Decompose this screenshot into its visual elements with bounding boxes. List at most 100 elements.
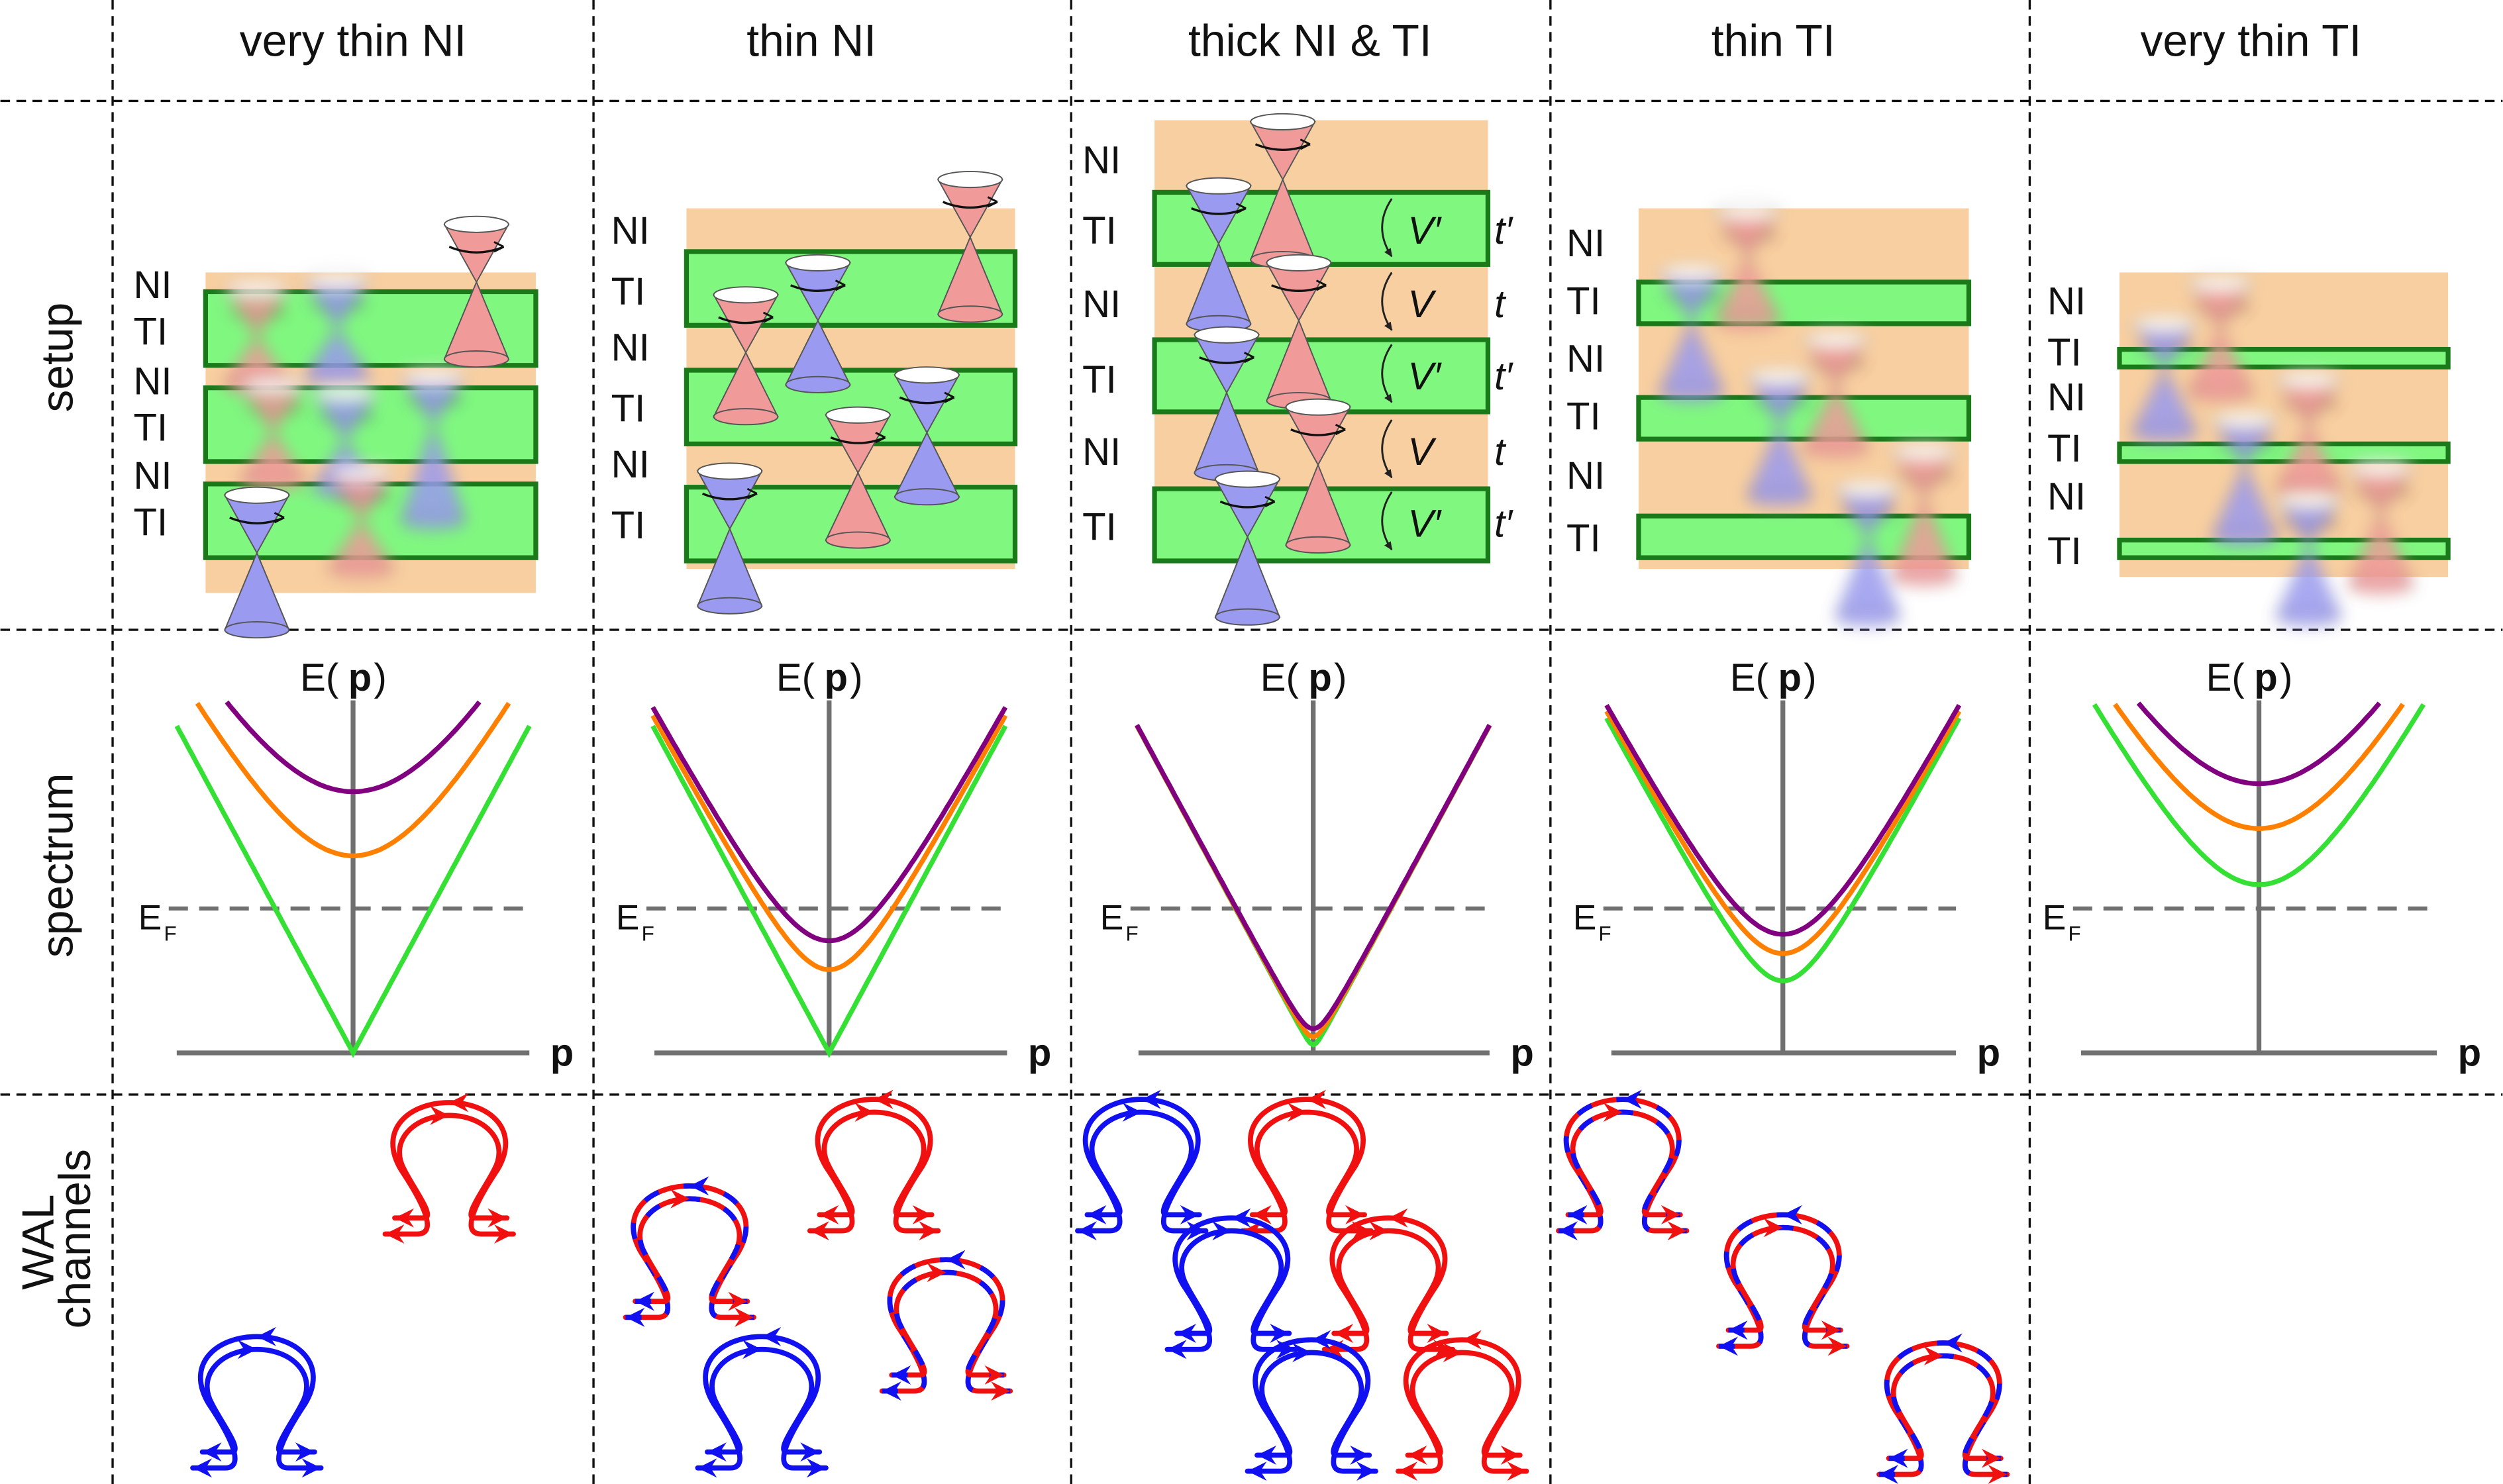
cone-top <box>1186 177 1252 195</box>
ti-label: TI <box>1566 279 1601 322</box>
energy-axis-label-close: ) <box>374 656 387 699</box>
cone-top <box>1285 398 1351 416</box>
cone-base <box>697 597 763 615</box>
wal-channels-row <box>190 1089 2010 1484</box>
cone-upper <box>825 406 892 474</box>
fermi-level-subscript: F <box>2069 922 2081 945</box>
wal-channel-mixed <box>879 1250 1013 1401</box>
thickness-label: t′ <box>1494 209 1513 252</box>
spin-head <box>493 241 505 253</box>
spin-head <box>1235 203 1247 215</box>
cone-top <box>224 279 290 297</box>
channel-arrowhead <box>301 1458 321 1478</box>
cone-upper <box>894 366 960 434</box>
channel-arrowhead <box>1888 1448 1908 1468</box>
channel-arrowhead <box>1443 1343 1462 1363</box>
ti-label: TI <box>133 310 168 353</box>
fermi-level-label: E <box>616 898 640 937</box>
cone-lower <box>2347 511 2414 594</box>
channel-loop <box>1405 1350 1523 1458</box>
channel-arrowhead <box>487 1208 507 1228</box>
cone-upper <box>1265 254 1332 322</box>
channel-arrowhead <box>1462 1330 1482 1350</box>
ti-layer <box>2117 441 2451 464</box>
cone-upper <box>1185 177 1252 245</box>
fermi-level-label: E <box>2043 898 2067 937</box>
channel-arrowhead <box>1388 1208 1408 1228</box>
channel-arrowhead <box>193 1458 213 1478</box>
momentum-axis-label: p <box>2458 1031 2481 1074</box>
channel-arrowhead <box>1287 1103 1307 1122</box>
spin-head <box>450 393 461 405</box>
wal-channel-red <box>1240 1089 1374 1241</box>
cone-top <box>2188 275 2253 293</box>
dirac-cone-red <box>239 375 307 490</box>
cone-base <box>825 531 891 549</box>
cone-upper <box>223 279 291 338</box>
cone-lower <box>303 327 371 385</box>
spin-head <box>1884 505 1896 517</box>
ti-label: TI <box>1082 506 1117 549</box>
row-label-setup: setup <box>33 303 83 413</box>
channel-arrowhead <box>809 1221 829 1241</box>
coupling-label: V <box>1407 283 1437 326</box>
energy-axis-label: E( <box>1730 656 1768 699</box>
channel-arrowhead <box>670 1189 690 1209</box>
cone-lower <box>784 319 851 393</box>
spin-head <box>1764 228 1776 240</box>
cone-base <box>2276 608 2341 626</box>
cone-upper <box>937 170 1003 239</box>
energy-axis-label: E( <box>2206 656 2245 699</box>
ni-label: NI <box>2047 376 2086 419</box>
channel-arrowhead <box>762 1326 782 1346</box>
cone-top <box>1803 330 1868 349</box>
channel-loop-mix <box>892 1269 1004 1378</box>
energy-axis-symbol: p <box>348 656 372 699</box>
cone-upper <box>1834 480 1902 538</box>
channel-loop <box>392 1113 510 1221</box>
wal-channel-blue <box>1075 1089 1209 1241</box>
channel-loop-mix <box>635 1196 748 1304</box>
energy-axis-label-close: ) <box>1804 656 1816 699</box>
channel-arrowhead <box>1398 1461 1417 1481</box>
cone-top <box>240 375 306 393</box>
cone-upper <box>2275 371 2342 426</box>
spin-head <box>2325 517 2337 528</box>
channel-arrowhead <box>1356 1461 1376 1481</box>
cone-lower <box>712 351 779 426</box>
channel-arrowhead <box>494 1224 514 1244</box>
channel-arrowhead <box>1306 1089 1327 1109</box>
channel-arrowhead <box>1878 1464 1899 1484</box>
cone-base <box>400 512 466 530</box>
channel-arrowhead <box>625 1307 645 1327</box>
energy-axis-label-close: ) <box>1334 656 1347 699</box>
channel-arrowhead <box>735 1307 754 1327</box>
fermi-level-subscript: F <box>642 922 654 945</box>
spin-head <box>2261 436 2273 448</box>
dirac-cone-blue <box>1658 264 1725 401</box>
cone-top <box>937 170 1003 189</box>
cone-top <box>1715 203 1780 221</box>
channel-arrowhead <box>1176 1323 1197 1344</box>
channel-arrowhead <box>1603 1103 1623 1122</box>
cone-top <box>2131 315 2198 332</box>
channel-arrowhead <box>1212 1221 1232 1241</box>
cone-lower <box>327 519 395 578</box>
cone-top <box>1266 254 1332 272</box>
ti-label: TI <box>1566 395 1601 438</box>
spin-head <box>1300 138 1311 150</box>
momentum-axis-label: p <box>1028 1031 1051 1074</box>
channel-arrowhead <box>1622 1089 1642 1109</box>
channel-loop-mix <box>1728 1224 1841 1333</box>
cone-base <box>1285 536 1351 554</box>
ti-label: TI <box>1082 209 1117 252</box>
cone-lower <box>825 471 892 549</box>
channel-arrowhead <box>1568 1205 1588 1224</box>
channel-loop-mix <box>1558 1097 1687 1234</box>
channel-arrowhead <box>697 1458 717 1478</box>
